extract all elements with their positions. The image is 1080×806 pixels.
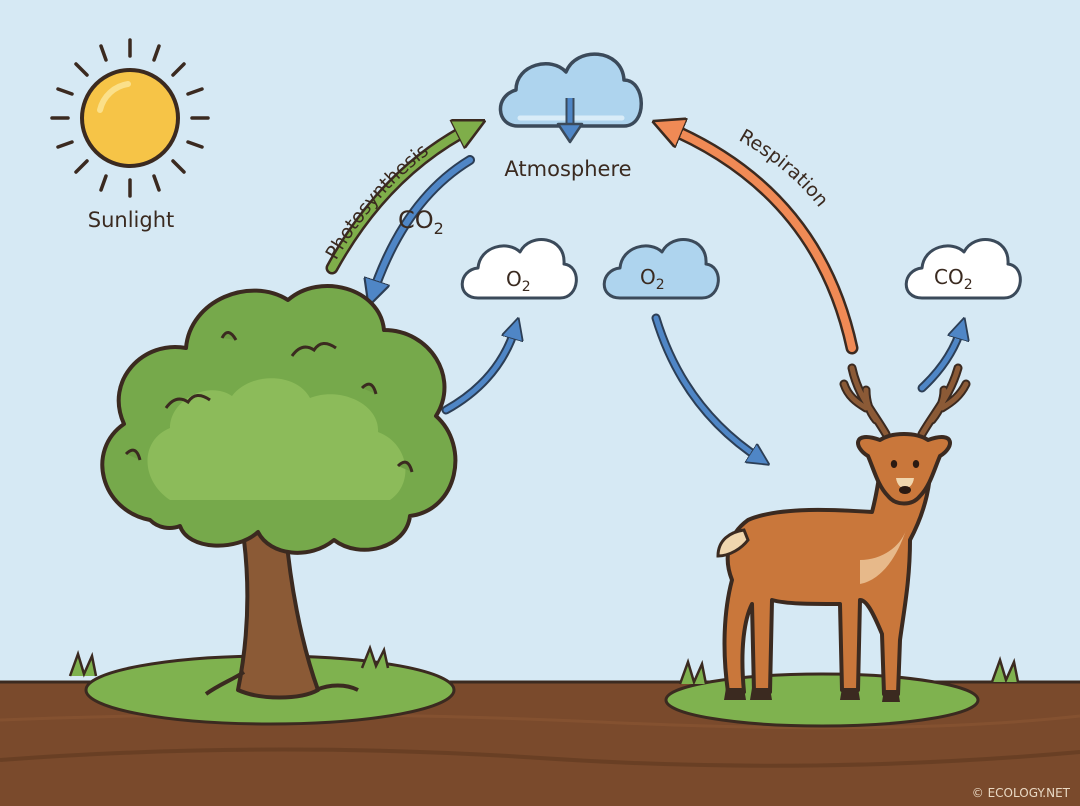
respiration-arrow	[664, 126, 859, 355]
o2-label-left: O2	[506, 267, 531, 295]
o2-to-deer-arrow	[651, 313, 762, 460]
o2-label-right: O2	[640, 265, 665, 293]
sun-icon	[50, 38, 210, 198]
deer-icon	[664, 363, 1020, 728]
o2-cloud-right: O2	[602, 238, 720, 300]
co2-from-deer-arrow	[917, 326, 962, 393]
co2-label: CO2	[398, 206, 444, 238]
tree-icon	[68, 284, 458, 726]
o2-from-tree-arrow	[441, 326, 516, 415]
sunlight-label: Sunlight	[88, 208, 175, 232]
atmosphere-label: Atmosphere	[504, 157, 631, 181]
copyright-credit: © ECOLOGY.NET	[971, 786, 1070, 800]
co2-to-tree-arrow	[372, 155, 475, 296]
co2-cloud-right: CO2	[904, 238, 1022, 300]
downward-arrow-icon	[556, 98, 584, 144]
photosynthesis-arrow	[325, 126, 474, 275]
co2-label-right: CO2	[934, 265, 973, 293]
o2-cloud-left: O2	[460, 238, 578, 300]
